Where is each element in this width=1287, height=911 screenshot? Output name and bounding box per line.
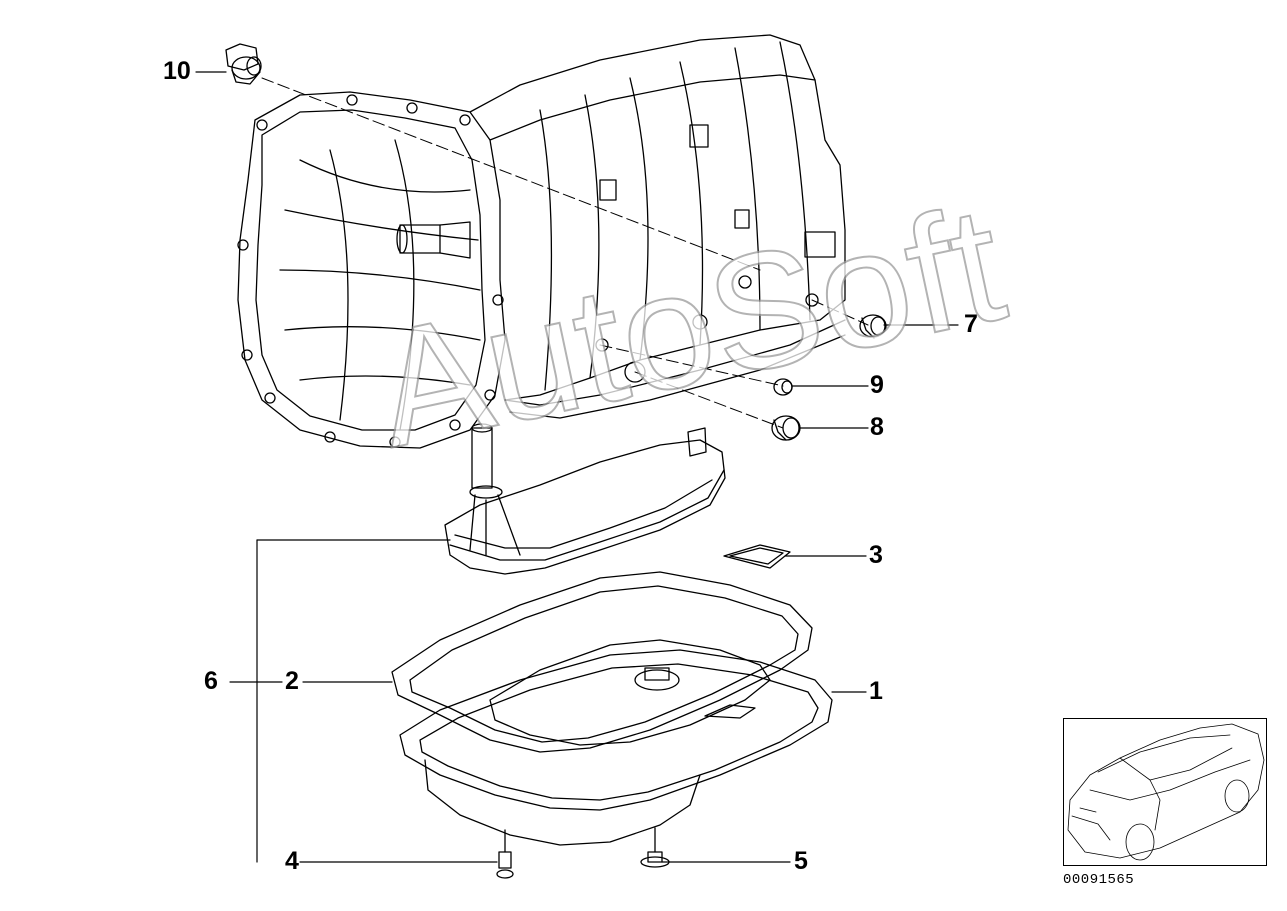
callout-8: 8 bbox=[870, 413, 884, 441]
callout-10: 10 bbox=[163, 57, 191, 85]
diagram-reference-code: 00091565 bbox=[1063, 872, 1135, 888]
plug-7 bbox=[859, 314, 887, 339]
callout-6: 6 bbox=[204, 667, 218, 695]
transmission-housing bbox=[237, 34, 846, 449]
filler-plug-10 bbox=[225, 43, 262, 85]
callout-2: 2 bbox=[285, 667, 299, 695]
alignment-lines bbox=[261, 77, 869, 429]
plug-9 bbox=[773, 378, 793, 396]
callout-1: 1 bbox=[869, 677, 883, 705]
callout-3: 3 bbox=[869, 541, 883, 569]
vehicle-thumbnail-frame bbox=[1063, 718, 1267, 866]
callout-7: 7 bbox=[964, 310, 978, 338]
small-gasket bbox=[723, 544, 791, 569]
vehicle-thumbnail-drawing bbox=[1067, 723, 1265, 861]
oil-pan bbox=[399, 639, 833, 879]
oil-filter bbox=[444, 423, 726, 575]
callout-4: 4 bbox=[285, 847, 299, 875]
leader-lines bbox=[195, 71, 959, 863]
callout-9: 9 bbox=[870, 371, 884, 399]
callout-5: 5 bbox=[794, 847, 808, 875]
pan-gasket bbox=[391, 571, 813, 753]
plug-8 bbox=[771, 415, 801, 441]
